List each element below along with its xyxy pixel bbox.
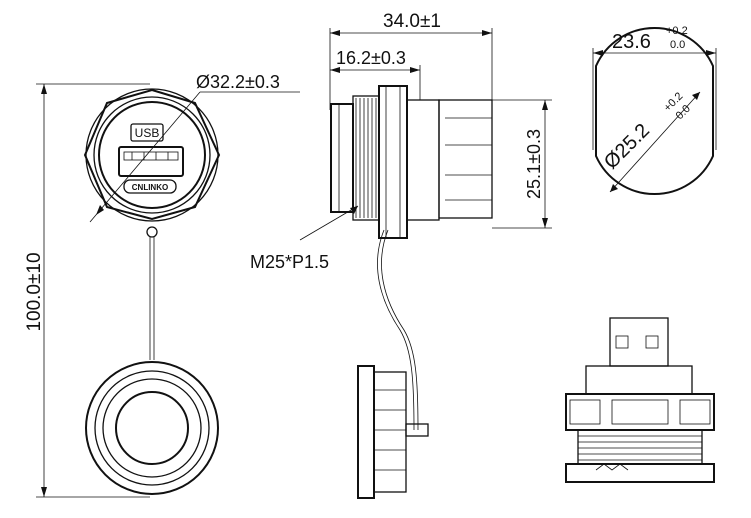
dim-arrow-top [41, 84, 47, 94]
dim-arrow [610, 184, 618, 192]
dust-cap-ring [94, 370, 210, 486]
flange-outer-circle [85, 88, 219, 222]
cap-side-front [357, 365, 375, 499]
dim-arrow-bottom [542, 218, 548, 228]
body-length-label: 34.0±1 [383, 11, 441, 32]
panel-cutout-outline [595, 27, 714, 195]
height-label: 25.1±0.3 [524, 129, 544, 199]
cutout-diameter-line [609, 91, 701, 193]
thread-leader [299, 205, 359, 241]
panel-nut [378, 85, 408, 239]
thread-persp-lines [578, 435, 702, 461]
rear-housing-persp [585, 365, 693, 395]
dim-arrow [692, 92, 700, 100]
diameter-arrow [96, 205, 104, 215]
dim-arrow-bottom [41, 487, 47, 497]
dim-arrow-left [593, 50, 603, 56]
nut-face [679, 399, 711, 425]
front-flange [330, 103, 354, 213]
hole-dim-base: Ø25.2 [600, 119, 654, 173]
flange-ring [93, 96, 211, 214]
rear-plug [438, 99, 493, 219]
flange-inner-circle [98, 101, 206, 209]
flat-dim-sub: 0.0 [670, 39, 685, 51]
lanyard-side-a [377, 229, 415, 431]
usb-port-label: USB [135, 126, 160, 140]
dust-cap-ring-inner [102, 378, 202, 478]
lanyard-loop [595, 463, 629, 471]
total-length-label: 100.0±10 [24, 252, 45, 331]
usb-receptacle [118, 146, 184, 177]
nut-face [569, 399, 601, 425]
lanyard-eyelet [146, 226, 158, 238]
diameter-leader [89, 91, 201, 223]
dim-arrow-top [542, 100, 548, 110]
thread-persp [577, 429, 703, 465]
usb-label-box [130, 123, 164, 142]
hex-nut-outline [83, 88, 221, 221]
usb-plug-window [645, 335, 659, 349]
cap-tab [405, 423, 429, 437]
nut-persp [565, 393, 715, 431]
nut-face [611, 399, 669, 425]
dim-arrow-right [706, 50, 716, 56]
rear-housing [406, 99, 440, 221]
perspective-view [565, 317, 715, 483]
usb-plug [609, 317, 669, 367]
cap-grip-lines [374, 389, 406, 471]
lanyard-side-b [381, 229, 419, 431]
brand-logo: CNLINKO [132, 183, 168, 192]
hole-dim-label: Ø25.2 [600, 119, 654, 173]
usb-tongue [123, 151, 179, 161]
front-length-label: 16.2±0.3 [336, 48, 406, 68]
side-view: 34.0±1 16.2±0.3 [250, 11, 552, 499]
dim-arrow-right [482, 30, 492, 36]
flat-dim-base: 23.6 [612, 31, 651, 53]
dim-arrow-right [410, 67, 420, 73]
dim-arrow-left [330, 67, 340, 73]
panel-cutout: 23.6 +0.2 0.0 Ø25.2 +0.2 0.0 [592, 25, 717, 195]
thread-arrow [350, 206, 358, 214]
brand-logo-outline [123, 179, 177, 194]
flange-diameter-label: Ø32.2±0.3 [196, 72, 280, 92]
dust-cap-outer [85, 361, 219, 495]
dim-arrow-left [330, 30, 340, 36]
front-view: 100.0±10 Ø32.2±0.3 USB CNLINKO [24, 72, 300, 498]
thread-lines [355, 98, 377, 218]
dust-cap-center [115, 391, 189, 465]
usb-plug-window [615, 335, 629, 349]
flat-dim-label: 23.6 [612, 31, 651, 53]
thread-body [352, 95, 380, 221]
front-flange-persp [565, 463, 715, 483]
thread-label: M25*P1.5 [250, 252, 329, 272]
